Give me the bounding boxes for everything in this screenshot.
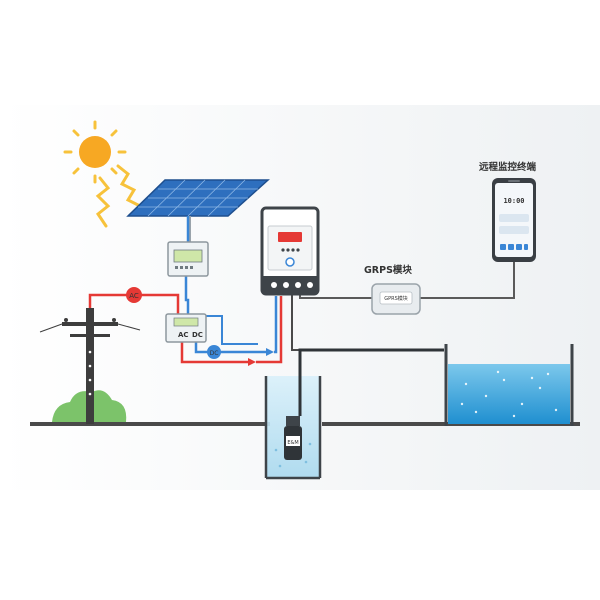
smartphone-icon: 10:00 <box>492 178 536 262</box>
dc-wire-out <box>194 340 268 354</box>
combiner-box <box>167 241 209 277</box>
pump-controller <box>260 206 320 296</box>
solar-panel-icon <box>126 179 270 242</box>
dc-tag-text: DC <box>210 350 219 357</box>
dc-wire-combiner <box>184 276 190 318</box>
ground-line-left <box>30 422 270 426</box>
ac-tag: AC <box>126 287 142 303</box>
dc-wire-controller <box>274 296 278 354</box>
water-pump-icon: E&M <box>284 416 302 460</box>
pump-text: E&M <box>287 440 298 446</box>
ac-wire-out <box>180 340 248 364</box>
gprs-module-device: GPRS模块 <box>371 283 421 315</box>
converter-ac-label: AC <box>178 331 189 339</box>
data-cable-phone <box>420 262 515 299</box>
gprs-device-text: GPRS模块 <box>384 295 408 302</box>
utility-pole-icon <box>39 308 141 424</box>
dc-tag: DC <box>207 345 221 359</box>
water-tank <box>444 344 574 426</box>
dc-wire-side <box>204 315 258 345</box>
ac-wire-controller <box>256 296 283 364</box>
dc-arrow <box>266 348 274 356</box>
converter-dc-label: DC <box>192 331 203 339</box>
remote-terminal-label: 远程监控终端 <box>479 161 537 173</box>
sun-icon <box>63 120 142 228</box>
grps-module-label: GRPS模块 <box>364 264 412 276</box>
ac-tag-text: AC <box>129 292 139 300</box>
water-pipe <box>298 348 444 416</box>
phone-time: 10:00 <box>503 197 524 205</box>
ac-arrow <box>248 358 256 366</box>
ac-dc-converter: AC DC <box>165 313 207 343</box>
